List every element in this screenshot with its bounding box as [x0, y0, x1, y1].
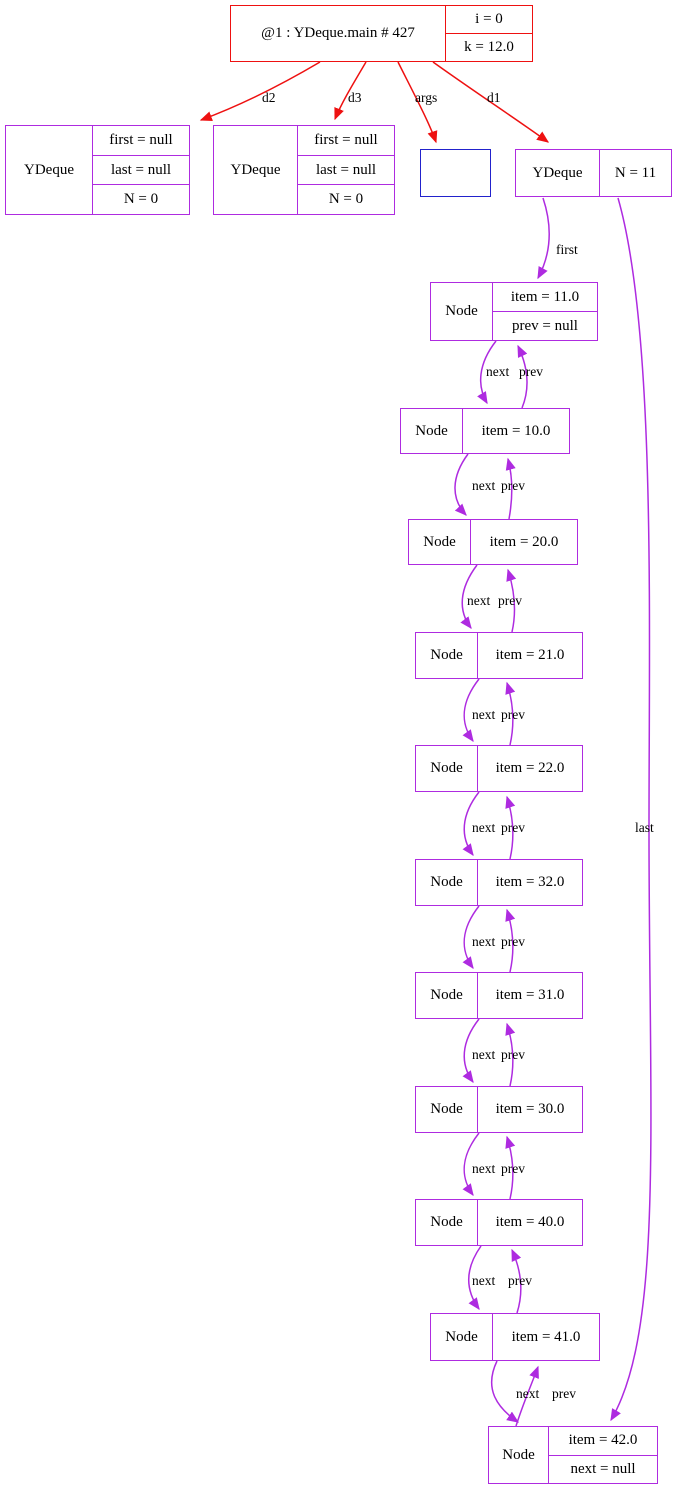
node-field-item: item = 11.0: [510, 288, 580, 305]
edge-label-last: last: [635, 820, 654, 835]
edge-label-prev: prev: [552, 1386, 576, 1401]
node-type-label: Node: [431, 283, 493, 340]
edge-label-prev: prev: [519, 364, 543, 379]
edge-label-next: next: [467, 593, 491, 608]
edge-label-args: args: [415, 90, 438, 105]
node-field-next: next = null: [549, 1454, 657, 1484]
edge-label-next: next: [472, 707, 496, 722]
node-field-item: item = 41.0: [511, 1328, 581, 1345]
edge-label-next: next: [472, 1047, 496, 1062]
edge-label-d3: d3: [348, 90, 362, 105]
edge-label-prev: prev: [501, 707, 525, 722]
node-field-item: item = 32.0: [495, 874, 565, 890]
node-type-label: Node: [416, 973, 478, 1018]
ydeque-field-first: first = null: [109, 131, 173, 148]
ydeque-field-n: N = 0: [93, 184, 189, 214]
node-field-item: item = 30.0: [495, 1101, 565, 1117]
edge-d2: [199, 61, 321, 122]
ydeque-field-last: last = null: [93, 154, 189, 185]
edge-label-prev: prev: [501, 478, 525, 493]
ydeque-field-n: N = 11: [614, 164, 657, 181]
ydeque-type-label: YDeque: [516, 150, 600, 196]
list-node-7: Node item = 31.0: [415, 972, 583, 1019]
node-type-label: Node: [416, 1200, 478, 1245]
ydeque-d2-node: YDeque first = null last = null N = 0: [5, 125, 190, 215]
edge-label-prev: prev: [498, 593, 522, 608]
ydeque-field-first: first = null: [314, 131, 378, 148]
edge-label-prev: prev: [508, 1273, 532, 1288]
edge-label-next: next: [486, 364, 510, 379]
list-node-4: Node item = 21.0: [415, 632, 583, 679]
edge-label-next: next: [472, 1161, 496, 1176]
list-node-9: Node item = 40.0: [415, 1199, 583, 1246]
list-node-11: Node item = 42.0 next = null: [488, 1426, 658, 1484]
list-node-2: Node item = 10.0: [400, 408, 570, 454]
ydeque-type-label: YDeque: [6, 126, 93, 214]
frame-field-i: i = 0: [475, 11, 503, 27]
list-node-5: Node item = 22.0: [415, 745, 583, 792]
frame-field-k: k = 12.0: [446, 33, 532, 61]
ydeque-field-last: last = null: [298, 154, 394, 185]
node-type-label: Node: [401, 409, 463, 453]
edge-label-next: next: [472, 1273, 496, 1288]
edge-label-d2: d2: [262, 90, 276, 105]
node-type-label: Node: [431, 1314, 493, 1360]
node-type-label: Node: [416, 633, 478, 678]
edge-label-prev: prev: [501, 934, 525, 949]
node-type-label: Node: [416, 1087, 478, 1132]
node-field-item: item = 40.0: [495, 1214, 565, 1230]
edge-first: [537, 197, 550, 280]
edge-next-2: [454, 453, 469, 516]
list-node-10: Node item = 41.0: [430, 1313, 600, 1361]
stack-frame-title: @1 : YDeque.main # 427: [231, 6, 446, 61]
edge-label-d1: d1: [487, 90, 501, 105]
node-field-prev: prev = null: [493, 311, 597, 340]
node-type-label: Node: [416, 860, 478, 905]
node-field-item: item = 42.0: [568, 1432, 638, 1449]
edge-label-prev: prev: [501, 1047, 525, 1062]
node-field-item: item = 22.0: [495, 760, 565, 776]
edge-label-prev: prev: [501, 820, 525, 835]
stack-frame-node: @1 : YDeque.main # 427 i = 0 k = 12.0: [230, 5, 533, 62]
node-field-item: item = 10.0: [481, 422, 551, 439]
node-type-label: Node: [409, 520, 471, 564]
ydeque-d3-node: YDeque first = null last = null N = 0: [213, 125, 395, 215]
ydeque-d1-node: YDeque N = 11: [515, 149, 672, 197]
node-field-item: item = 21.0: [495, 647, 565, 663]
node-field-item: item = 20.0: [489, 533, 559, 550]
ydeque-type-label: YDeque: [214, 126, 298, 214]
list-node-8: Node item = 30.0: [415, 1086, 583, 1133]
list-node-3: Node item = 20.0: [408, 519, 578, 565]
edge-label-prev: prev: [501, 1161, 525, 1176]
edge-label-first: first: [556, 242, 578, 257]
edge-last: [610, 197, 652, 1422]
list-node-6: Node item = 32.0: [415, 859, 583, 906]
edge-label-next: next: [472, 934, 496, 949]
edge-label-next: next: [472, 478, 496, 493]
list-node-1: Node item = 11.0 prev = null: [430, 282, 598, 341]
edge-label-next: next: [472, 820, 496, 835]
edge-next-10: [491, 1360, 520, 1423]
node-type-label: Node: [416, 746, 478, 791]
node-type-label: Node: [489, 1427, 549, 1483]
args-array-node: [420, 149, 491, 197]
node-field-item: item = 31.0: [495, 987, 565, 1003]
edge-label-next: next: [516, 1386, 540, 1401]
ydeque-field-n: N = 0: [298, 184, 394, 214]
